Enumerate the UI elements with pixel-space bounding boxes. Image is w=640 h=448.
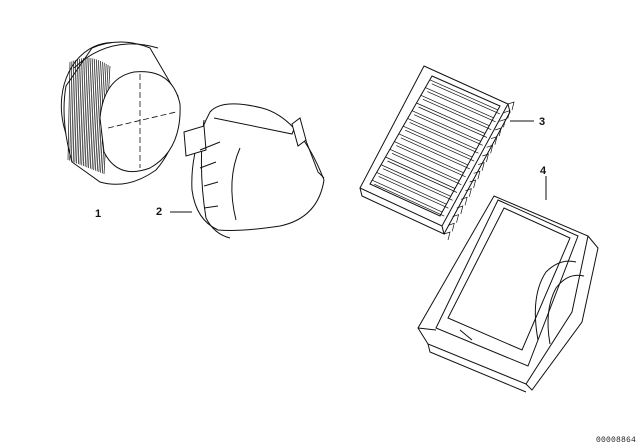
- callout-part-3: 3: [539, 116, 546, 128]
- callout-part-2: 2: [156, 206, 163, 218]
- callout-part-4: 4: [540, 165, 547, 177]
- part-2-housing-shell: [183, 103, 325, 239]
- part-3-pleated-filter: [359, 65, 515, 241]
- leader-lines: [170, 120, 547, 213]
- catalog-number: 00008864: [595, 436, 636, 445]
- callout-part-1: 1: [95, 208, 102, 220]
- part-4-filter-housing: [417, 195, 599, 393]
- part-1-blower-wheel: [60, 41, 181, 185]
